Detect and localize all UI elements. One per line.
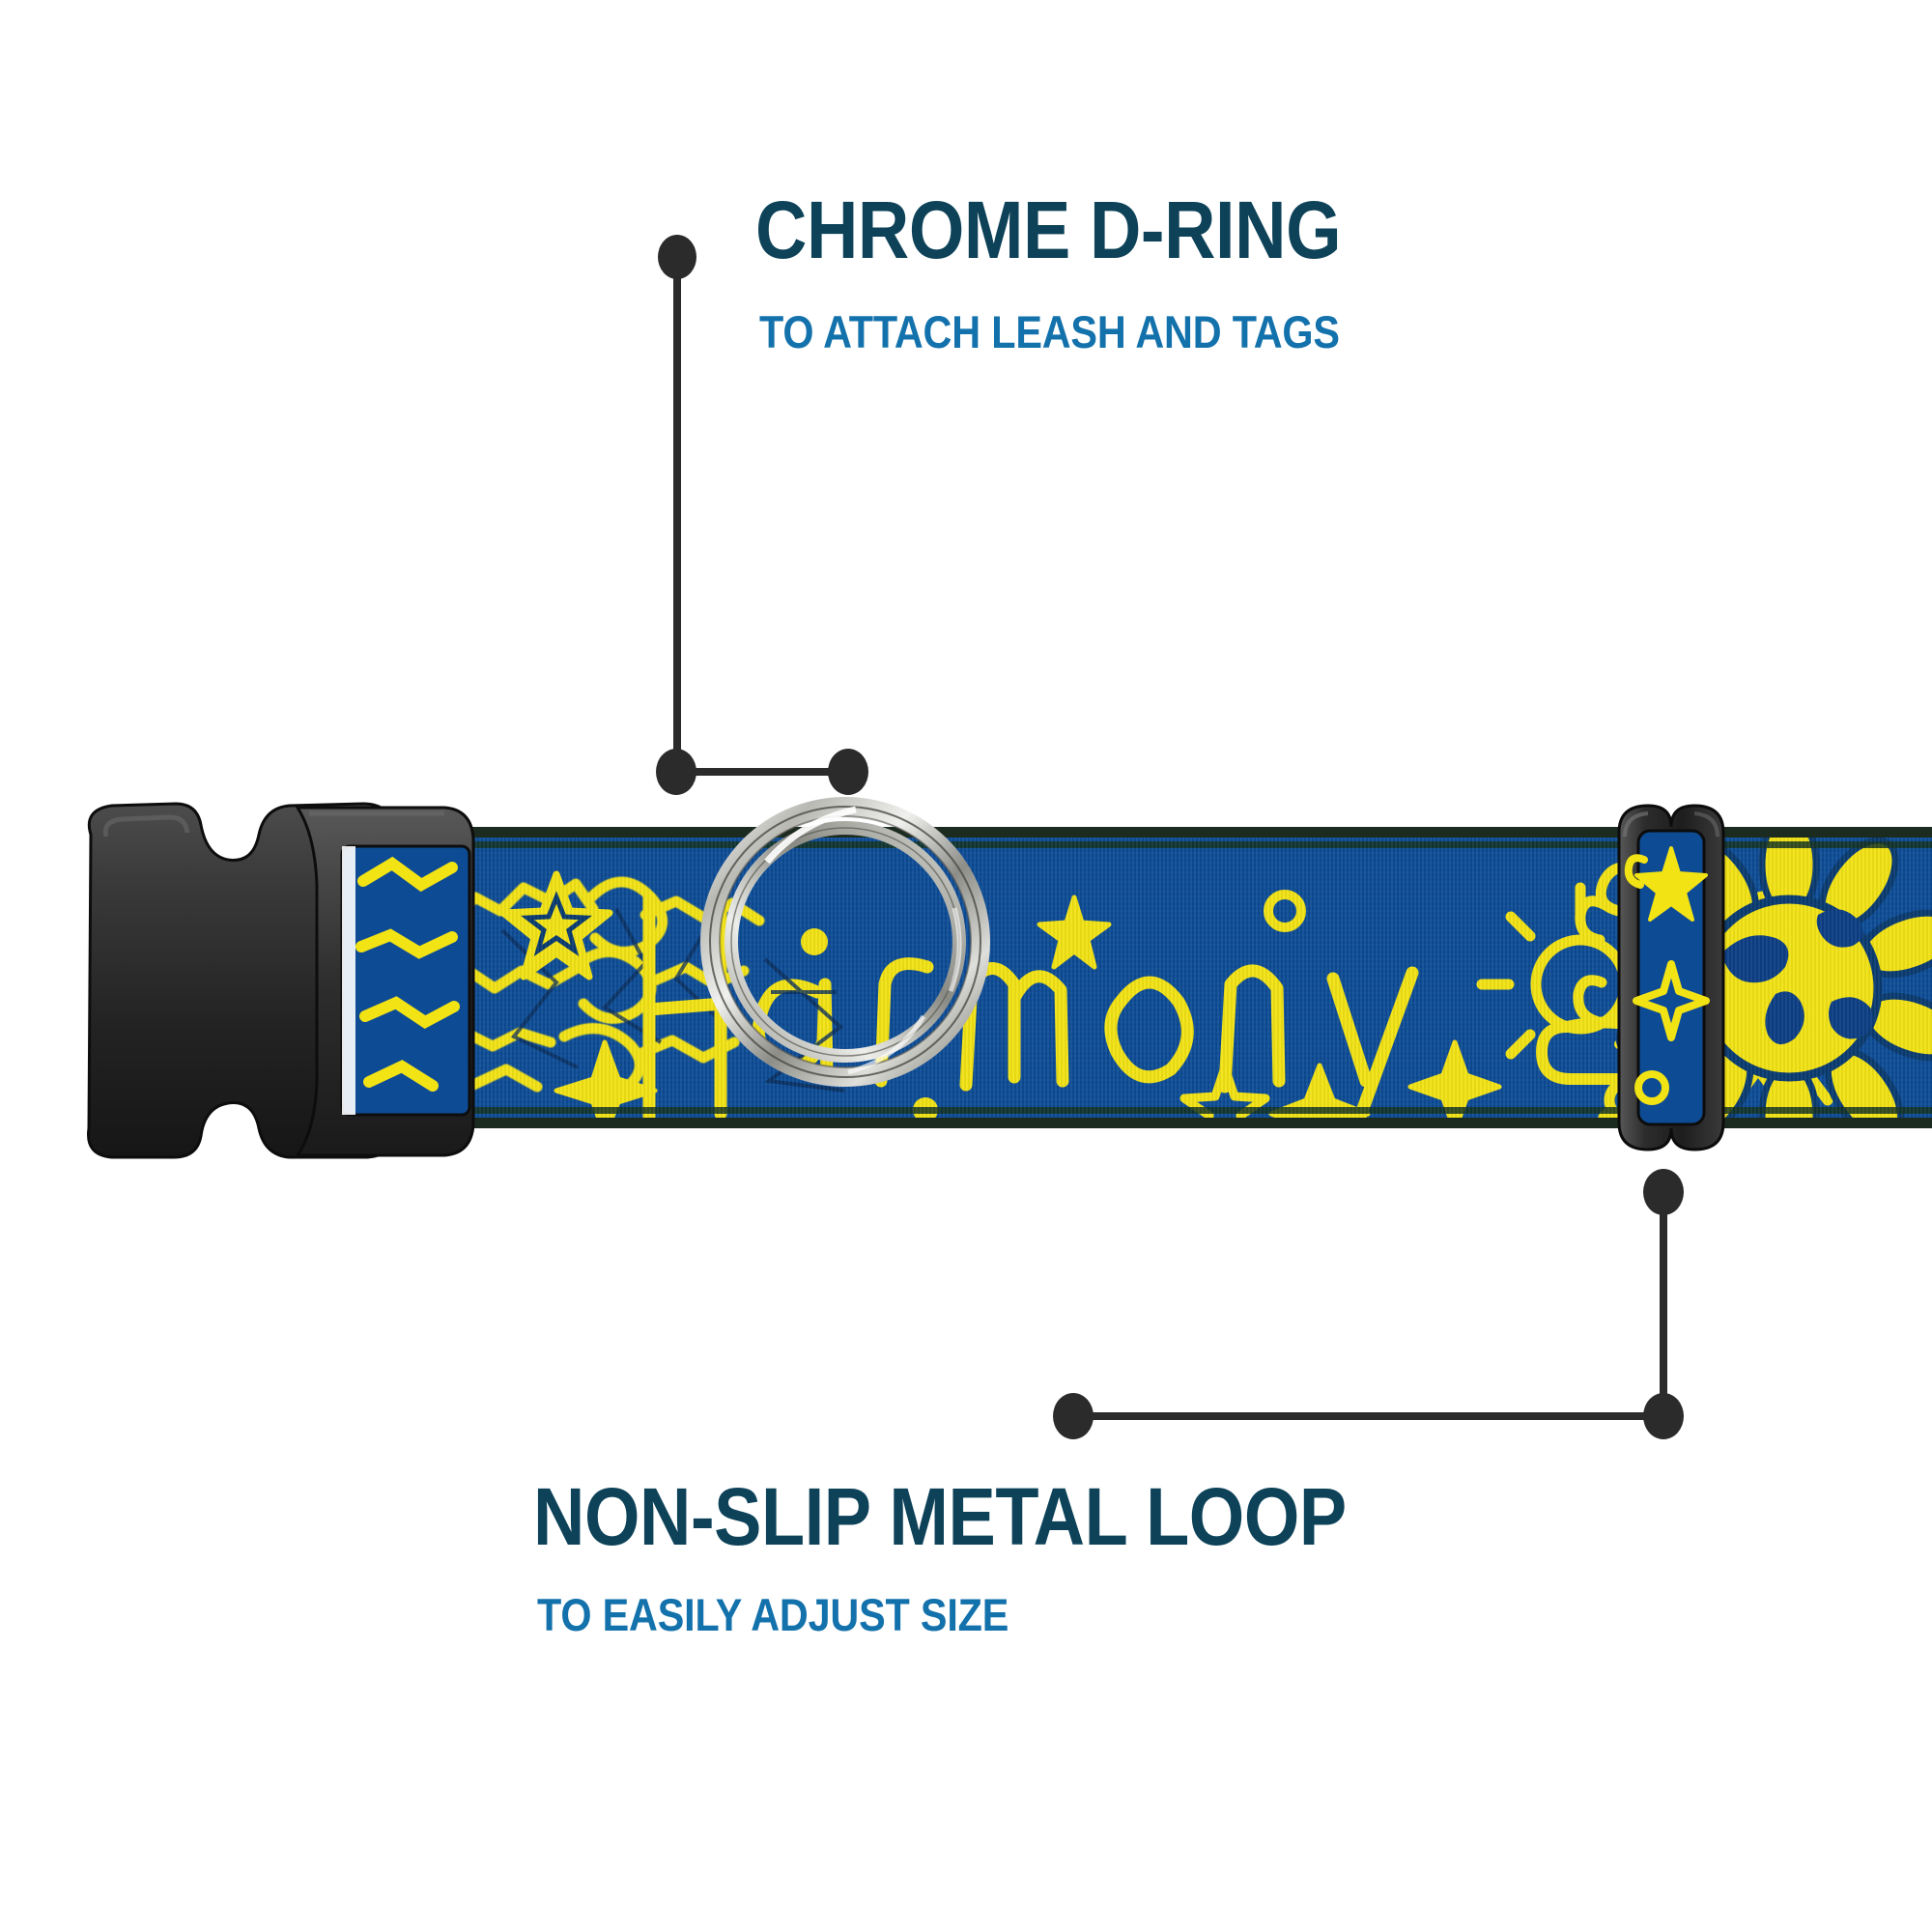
callout-dot-metal-loop-end	[1053, 1393, 1094, 1439]
crescent-icon	[1624, 854, 1648, 889]
callout-line-metal-loop-vertical	[1660, 1190, 1667, 1414]
stitch-line-top	[386, 841, 1932, 848]
callout-subtitle-chrome-d-ring: TO ATTACH LEASH AND TAGS	[759, 306, 1340, 357]
callout-line-metal-loop-horizontal	[1074, 1412, 1665, 1420]
sparkle-icon	[1268, 1063, 1371, 1118]
star-icon	[1037, 895, 1112, 970]
callout-line-chrome-d-ring-vertical	[673, 253, 681, 770]
callout-heading-metal-loop: NON-SLIP METAL LOOP	[533, 1471, 1347, 1562]
circle-icon	[1634, 1070, 1669, 1105]
callout-dot-chrome-d-ring-target	[828, 749, 868, 795]
side-release-buckle	[73, 792, 489, 1167]
sparkle-icon	[554, 1039, 658, 1118]
squiggle-icon	[649, 961, 750, 990]
sparkle-icon	[1407, 1039, 1502, 1118]
crescent-icon	[1573, 975, 1607, 1027]
star-icon	[1179, 1063, 1270, 1118]
callout-subtitle-metal-loop: TO EASILY ADJUST SIZE	[537, 1589, 1009, 1640]
star-icon	[1634, 846, 1708, 922]
circle-icon	[1264, 890, 1306, 932]
callout-line-chrome-d-ring-horizontal	[676, 768, 850, 776]
blob-icon	[558, 1023, 645, 1096]
crescent-icon	[1575, 895, 1611, 946]
stitch-line-bottom	[386, 1107, 1932, 1114]
d-ring	[700, 773, 990, 1111]
slider-loop	[1594, 798, 1748, 1157]
callout-heading-chrome-d-ring: CHROME D-RING	[755, 185, 1342, 275]
sparkle-icon	[1633, 960, 1710, 1041]
star-icon	[499, 870, 613, 980]
